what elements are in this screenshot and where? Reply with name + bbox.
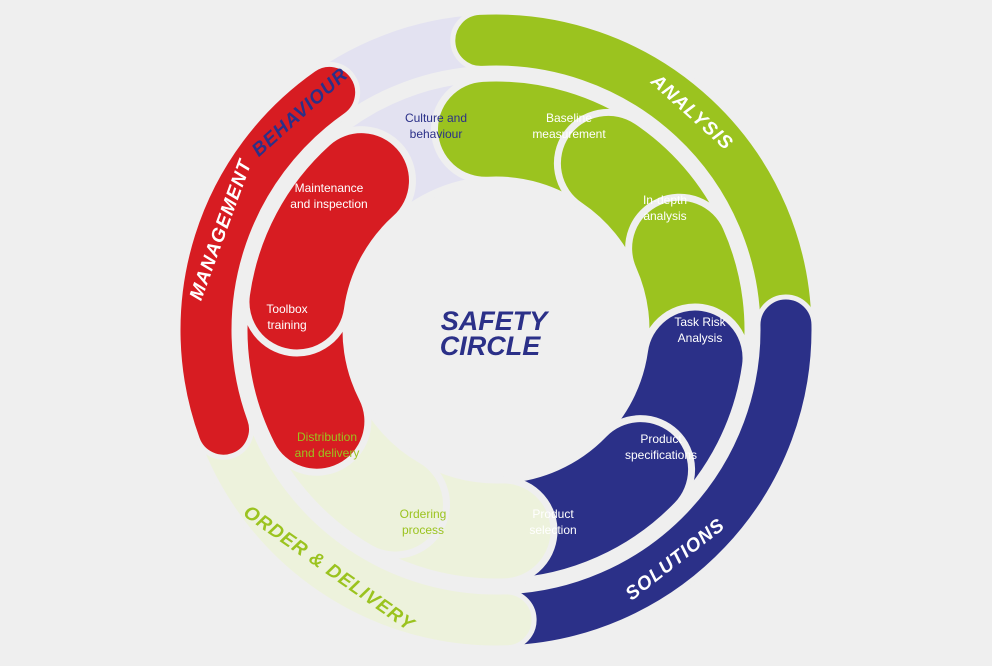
item-label-line: training — [267, 318, 306, 332]
item-label-line: and inspection — [290, 197, 367, 211]
item-label-line: Product — [640, 432, 682, 446]
item-label-line: analysis — [643, 209, 686, 223]
center-title: SAFETY CIRCLE — [440, 306, 550, 361]
center-title-line1: SAFETY — [441, 306, 551, 336]
item-label-line: specifications — [625, 448, 697, 462]
item-label-analysis-1: Baseline measurement — [532, 111, 606, 141]
item-label-management-1: Toolbox training — [266, 302, 307, 332]
item-label-solutions-1: Product specifications — [625, 432, 697, 462]
outer-ring-layer — [175, 9, 817, 651]
item-label-line: Product — [532, 507, 574, 521]
item-label-line: In-depth — [643, 193, 687, 207]
item-label-line: measurement — [532, 127, 606, 141]
item-label-behaviour-1: Culture and behaviour — [405, 111, 467, 141]
center-title-line2: CIRCLE — [440, 331, 541, 361]
item-label-order-2: Distribution and delivery — [295, 430, 360, 460]
item-label-line: selection — [529, 523, 576, 537]
item-label-line: behaviour — [410, 127, 463, 141]
item-label-line: process — [402, 523, 444, 537]
inner-petal-layer — [240, 74, 752, 586]
item-label-line: Task Risk — [674, 315, 726, 329]
item-label-line: Analysis — [678, 331, 723, 345]
item-label-line: Toolbox — [266, 302, 307, 316]
item-label-line: Maintenance — [295, 181, 364, 195]
item-label-line: Distribution — [297, 430, 357, 444]
item-label-line: Culture and — [405, 111, 467, 125]
item-label-analysis-2: In-depth analysis — [643, 193, 687, 223]
item-label-line: Ordering — [400, 507, 447, 521]
item-label-line: and delivery — [295, 446, 360, 460]
ring-segment-management — [175, 62, 361, 460]
item-label-management-2: Maintenance and inspection — [290, 181, 367, 211]
item-label-order-1: Ordering process — [400, 507, 447, 537]
petal-management-2 — [242, 126, 416, 357]
item-label-line: Baseline — [546, 111, 592, 125]
item-label-solutions-2: Product selection — [529, 507, 576, 537]
